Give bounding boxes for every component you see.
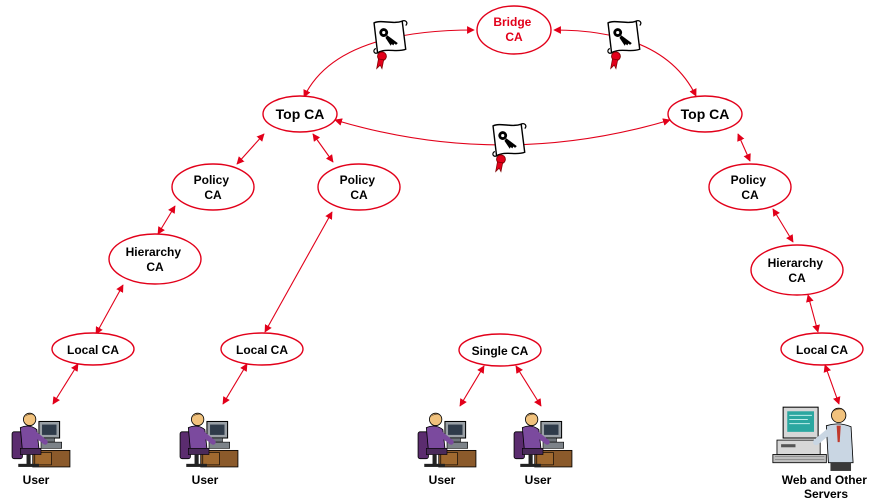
edge-bridge-topleft: [303, 26, 475, 98]
certificate-key-icon: [492, 122, 527, 173]
edge-local2-user2: [222, 363, 248, 405]
user-label-1: User: [23, 473, 50, 487]
top-ca-left-node: [262, 95, 338, 133]
local-ca-left-1-node: [51, 332, 135, 366]
policy-ca-left-1-label: Policy CA: [194, 173, 233, 202]
edge-policy1-hierarchy: [157, 205, 176, 235]
user-label-4: User: [525, 473, 552, 487]
server-admin-icon: [773, 407, 853, 471]
local-ca-left-2-node: [220, 332, 304, 366]
policy-ca-right-label: Policy CA: [731, 173, 770, 202]
edge-hierarchy-local-right: [806, 294, 820, 333]
local-ca-left-2-label: Local CA: [236, 343, 288, 357]
user-label-3: User: [429, 473, 456, 487]
top-ca-right-node: [667, 95, 743, 133]
policy-ca-left-2-label: Policy CA: [340, 173, 379, 202]
edge-topleft-policy2: [312, 133, 334, 163]
hierarchy-ca-right-node: [750, 244, 844, 296]
hierarchy-ca-left-node: [108, 233, 202, 285]
policy-ca-right-node: [708, 163, 792, 211]
user-at-computer-icon: [514, 413, 572, 467]
edge-policy-hierarchy-right: [772, 208, 794, 243]
policy-ca-left-2-node: [317, 163, 401, 211]
single-ca-label: Single CA: [472, 344, 529, 358]
bridge-ca-node: [476, 5, 552, 55]
bridge-ca-label: Bridge CA: [493, 15, 534, 44]
ca-nodes: [51, 5, 864, 367]
top-ca-left-label: Top CA: [276, 106, 325, 122]
single-ca-node: [458, 333, 542, 367]
certificate-key-icon: [373, 19, 408, 70]
edge-bridge-topright: [553, 26, 697, 97]
hierarchy-ca-right-label: Hierarchy CA: [768, 256, 827, 285]
edge-single-user4: [515, 365, 542, 407]
edge-local-servers: [823, 364, 841, 405]
hierarchy-ca-left-label: Hierarchy CA: [126, 245, 185, 274]
edge-local1-user1: [52, 363, 79, 405]
policy-ca-left-1-node: [171, 163, 255, 211]
edge-policy2-local2: [264, 211, 333, 333]
top-ca-right-label: Top CA: [681, 106, 730, 122]
local-ca-right-node: [780, 332, 864, 366]
local-ca-right-label: Local CA: [796, 343, 848, 357]
user-at-computer-icon: [12, 413, 70, 467]
edge-hierarchy-local1: [95, 284, 124, 335]
user-label-2: User: [192, 473, 219, 487]
connectors: [52, 26, 841, 407]
edge-topright-policy: [737, 133, 751, 162]
edge-single-user3: [459, 365, 485, 407]
edge-topleft-policy1: [236, 133, 265, 165]
servers-label: Web and Other Servers: [782, 473, 870, 501]
local-ca-left-1-label: Local CA: [67, 343, 119, 357]
user-at-computer-icon: [180, 413, 238, 467]
certificate-key-icon: [607, 19, 642, 70]
user-at-computer-icon: [418, 413, 476, 467]
